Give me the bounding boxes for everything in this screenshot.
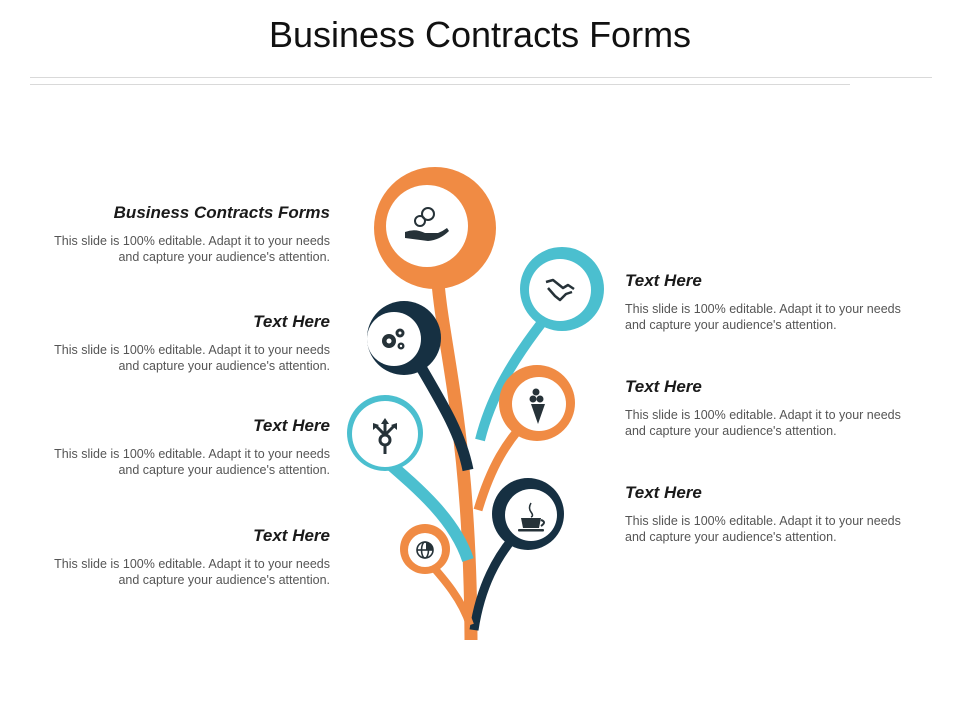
ice-cream-icon: [529, 388, 545, 424]
block-heading: Text Here: [625, 271, 702, 290]
block-body: This slide is 100% editable. Adapt it to…: [625, 302, 901, 332]
text-block-7: Text Here This slide is 100% editable. A…: [625, 483, 925, 545]
split-arrows-icon: [373, 418, 397, 454]
divider-line: [30, 77, 932, 78]
divider-line: [30, 84, 850, 85]
block-body: This slide is 100% editable. Adapt it to…: [54, 557, 330, 587]
text-block-6: Text Here This slide is 100% editable. A…: [625, 377, 925, 439]
money-hand-icon: [405, 207, 449, 241]
globe-icon: [416, 541, 434, 559]
block-body: This slide is 100% editable. Adapt it to…: [625, 514, 901, 544]
block-heading: Text Here: [253, 526, 330, 545]
text-block-2: Text Here This slide is 100% editable. A…: [30, 312, 330, 374]
block-heading: Text Here: [625, 377, 702, 396]
coffee-cup-icon: [518, 502, 545, 532]
text-block-3: Text Here This slide is 100% editable. A…: [30, 416, 330, 478]
block-heading: Text Here: [253, 312, 330, 331]
text-block-5: Text Here This slide is 100% editable. A…: [625, 271, 925, 333]
block-body: This slide is 100% editable. Adapt it to…: [54, 234, 330, 264]
handshake-icon: [545, 278, 575, 302]
text-block-4: Text Here This slide is 100% editable. A…: [30, 526, 330, 588]
block-body: This slide is 100% editable. Adapt it to…: [54, 447, 330, 477]
block-heading: Text Here: [625, 483, 702, 502]
block-body: This slide is 100% editable. Adapt it to…: [625, 408, 901, 438]
text-block-1: Business Contracts Forms This slide is 1…: [30, 203, 330, 265]
block-heading: Business Contracts Forms: [113, 203, 330, 222]
block-heading: Text Here: [253, 416, 330, 435]
slide-title: Business Contracts Forms: [268, 14, 692, 55]
block-body: This slide is 100% editable. Adapt it to…: [54, 343, 330, 373]
gears-icon: [382, 328, 405, 350]
